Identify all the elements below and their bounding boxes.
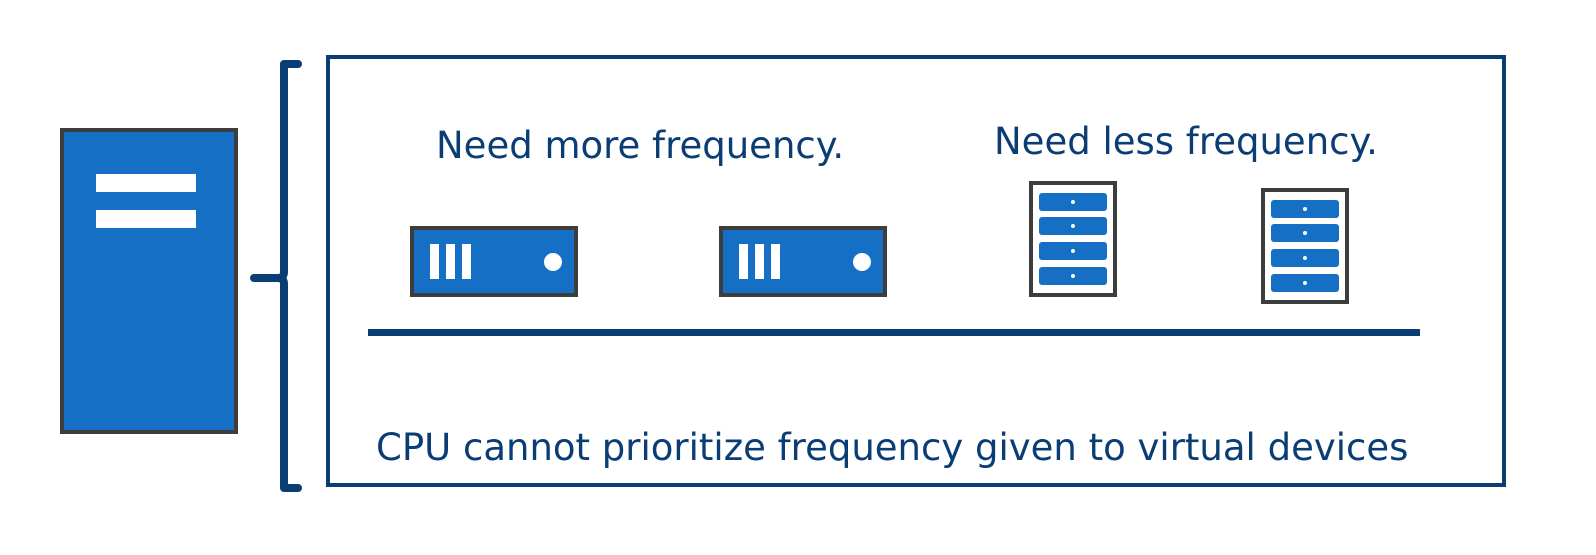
label-need-more-frequency: Need more frequency. bbox=[436, 124, 845, 167]
server-unit-icon bbox=[410, 226, 578, 297]
shared-bus-line bbox=[368, 329, 1420, 336]
host-server-bar-top bbox=[96, 174, 196, 192]
host-server-bar-bottom bbox=[96, 210, 196, 228]
caption-text: CPU cannot prioritize frequency given to… bbox=[376, 426, 1409, 469]
label-need-less-frequency: Need less frequency. bbox=[994, 120, 1378, 163]
virtualization-box bbox=[326, 55, 1506, 487]
rack-server-icon bbox=[1029, 181, 1117, 297]
rack-server-icon bbox=[1261, 188, 1349, 304]
server-unit-icon bbox=[719, 226, 887, 297]
brace-icon bbox=[250, 60, 302, 492]
